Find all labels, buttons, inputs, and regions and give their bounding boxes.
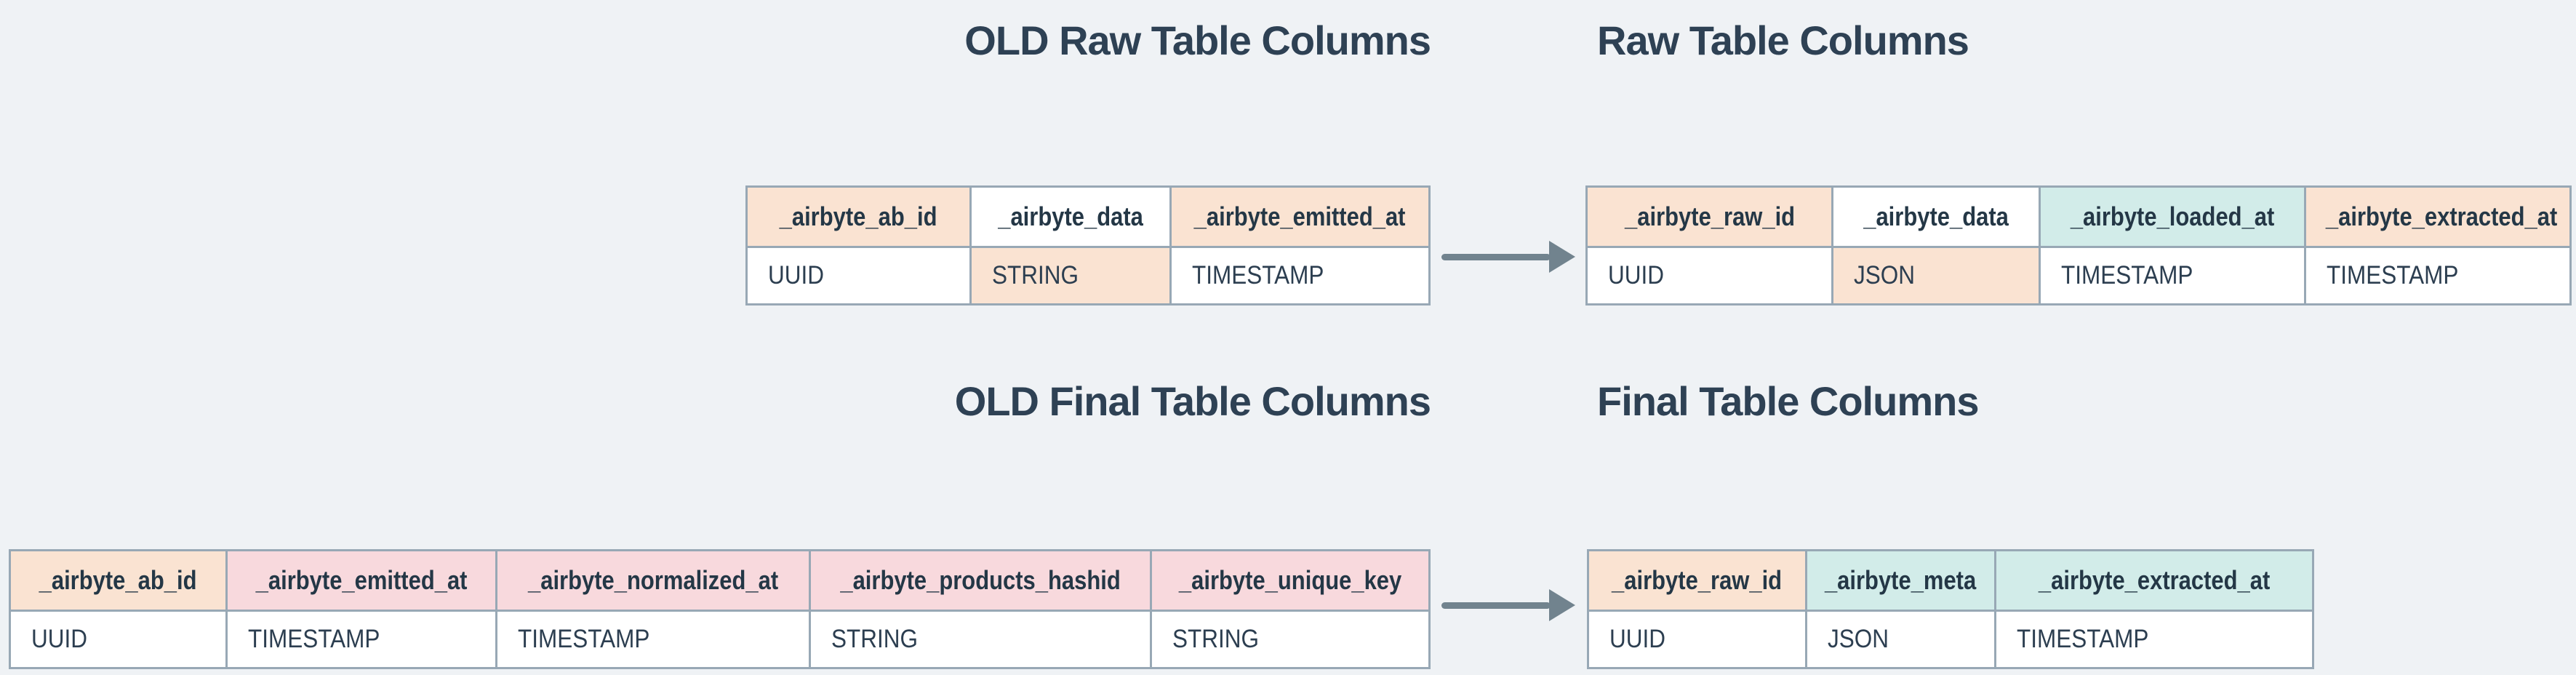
- column-type-label: TIMESTAMP: [2061, 261, 2193, 289]
- raw-table-title: Raw Table Columns: [1597, 17, 1969, 63]
- arrow-shaft: [1441, 602, 1551, 609]
- column-type-cell: TIMESTAMP: [495, 610, 811, 669]
- arrow-head: [1549, 589, 1575, 621]
- column-type-cell: STRING: [808, 610, 1153, 669]
- column-type-label: TIMESTAMP: [2327, 261, 2459, 289]
- old-raw-table: _airbyte_ab_id _airbyte_data _airbyte_emit…: [745, 185, 1431, 305]
- column-type-cell: UUID: [1587, 610, 1807, 669]
- column-type-cell: STRING: [1150, 610, 1431, 669]
- column-type-cell: TIMESTAMP: [2304, 246, 2572, 305]
- column-header-cell: _airbyte_meta: [1804, 549, 1996, 612]
- column-header-cell: _airbyte_ab_id: [9, 549, 228, 612]
- raw-migration-arrow-right-icon: [1441, 241, 1575, 273]
- column-name-label: _airbyte_data: [998, 201, 1143, 231]
- column-type-label: STRING: [1172, 625, 1260, 653]
- arrow-shaft: [1441, 253, 1551, 260]
- column-type-label: UUID: [768, 261, 825, 289]
- column-name-label: _airbyte_extracted_at: [2038, 565, 2271, 595]
- column-type-cell: TIMESTAMP: [2039, 246, 2307, 305]
- column-type-label: TIMESTAMP: [518, 625, 650, 653]
- old-raw-table-title: OLD Raw Table Columns: [964, 17, 1431, 63]
- column-type-cell: TIMESTAMP: [1169, 246, 1431, 305]
- column-header-cell: _airbyte_unique_key: [1150, 549, 1431, 612]
- column-type-cell: JSON: [1831, 246, 2041, 305]
- column-name-label: _airbyte_ab_id: [780, 201, 937, 231]
- column-type-label: TIMESTAMP: [247, 625, 380, 653]
- column-type-label: JSON: [1827, 625, 1889, 653]
- column-type-label: UUID: [1609, 625, 1666, 653]
- column-name-label: _airbyte_data: [1863, 201, 2009, 231]
- column-name-label: _airbyte_unique_key: [1178, 565, 1402, 595]
- column-type-cell: UUID: [9, 610, 228, 669]
- column-type-cell: TIMESTAMP: [225, 610, 498, 669]
- arrow-head: [1549, 241, 1575, 273]
- column-name-label: _airbyte_extracted_at: [2325, 201, 2558, 231]
- column-header-cell: _airbyte_emitted_at: [225, 549, 498, 612]
- final-table: _airbyte_raw_id _airbyte_meta _airbyte_ext…: [1587, 549, 2315, 669]
- column-type-label: UUID: [1608, 261, 1665, 289]
- column-header-cell: _airbyte_normalized_at: [495, 549, 811, 612]
- column-type-cell: UUID: [745, 246, 972, 305]
- column-name-label: _airbyte_raw_id: [1624, 201, 1795, 231]
- column-header-cell: _airbyte_raw_id: [1587, 549, 1807, 612]
- column-header-cell: _airbyte_loaded_at: [2039, 185, 2307, 248]
- column-header-cell: _airbyte_emitted_at: [1169, 185, 1431, 248]
- column-type-cell: JSON: [1804, 610, 1996, 669]
- column-type-label: JSON: [1854, 261, 1916, 289]
- column-type-label: STRING: [831, 625, 918, 653]
- column-header-cell: _airbyte_data: [1831, 185, 2041, 248]
- column-header-cell: _airbyte_extracted_at: [2304, 185, 2572, 248]
- old-final-table: _airbyte_ab_id _airbyte_emitted_at _airbyt…: [9, 549, 1431, 669]
- column-name-label: _airbyte_meta: [1825, 565, 1977, 595]
- column-type-label: TIMESTAMP: [1191, 261, 1324, 289]
- final-table-title: Final Table Columns: [1597, 378, 1979, 424]
- column-header-cell: _airbyte_data: [969, 185, 1172, 248]
- column-type-cell: TIMESTAMP: [1993, 610, 2315, 669]
- column-name-label: _airbyte_emitted_at: [1194, 201, 1406, 231]
- raw-table: _airbyte_raw_id _airbyte_data _airbyte_loa…: [1585, 185, 2572, 305]
- old-final-table-title: OLD Final Table Columns: [954, 378, 1431, 424]
- column-name-label: _airbyte_emitted_at: [255, 565, 468, 595]
- column-type-label: STRING: [992, 261, 1079, 289]
- column-type-cell: STRING: [969, 246, 1172, 305]
- column-name-label: _airbyte_raw_id: [1612, 565, 1783, 595]
- column-header-cell: _airbyte_ab_id: [745, 185, 972, 248]
- column-name-label: _airbyte_ab_id: [39, 565, 197, 595]
- column-type-cell: UUID: [1585, 246, 1834, 305]
- column-name-label: _airbyte_normalized_at: [527, 565, 779, 595]
- column-header-cell: _airbyte_products_hashid: [808, 549, 1153, 612]
- column-type-label: TIMESTAMP: [2016, 625, 2149, 653]
- final-migration-arrow-right-icon: [1441, 589, 1575, 621]
- column-name-label: _airbyte_products_hashid: [840, 565, 1121, 595]
- column-type-label: UUID: [31, 625, 88, 653]
- column-header-cell: _airbyte_extracted_at: [1993, 549, 2315, 612]
- column-name-label: _airbyte_loaded_at: [2070, 201, 2275, 231]
- column-header-cell: _airbyte_raw_id: [1585, 185, 1834, 248]
